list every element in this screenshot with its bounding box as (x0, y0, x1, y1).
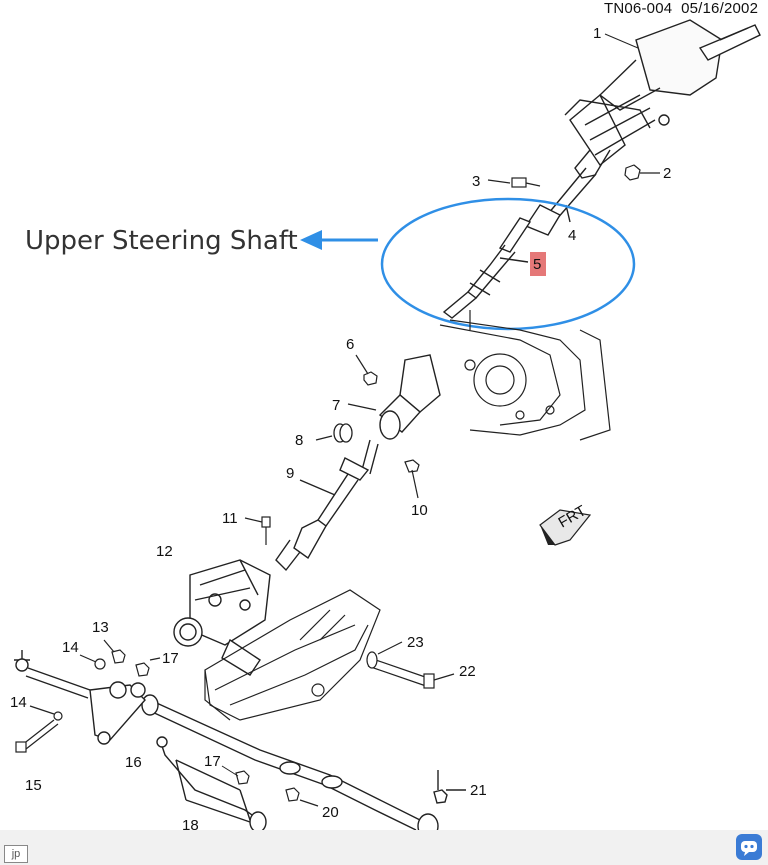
part-label-2: 2 (663, 165, 671, 182)
document-header: TN06-004 05/16/2002 (604, 0, 758, 17)
callout-arrow (300, 230, 378, 250)
part-label-20: 20 (322, 804, 339, 821)
bolt-22 (367, 657, 455, 689)
part-label-16: 16 (125, 754, 142, 771)
part-label-7: 7 (332, 397, 340, 414)
part-5-highlight (530, 252, 546, 276)
steering-column (564, 19, 761, 179)
part-label-12: 12 (156, 543, 173, 560)
tie-rod-right (417, 770, 466, 839)
callout-ellipse (380, 197, 636, 331)
callout-label: Upper Steering Shaft (25, 226, 298, 256)
part-label-4: 4 (568, 227, 576, 244)
part-label-9: 9 (286, 465, 294, 482)
part-label-17b: 17 (204, 753, 221, 770)
doc-id: TN06-004 (604, 0, 673, 17)
bushing-8 (315, 423, 353, 443)
center-link-16 (141, 694, 421, 831)
washer-23 (366, 641, 403, 669)
doc-date: 05/16/2002 (681, 0, 759, 17)
part-label-21: 21 (470, 782, 487, 799)
part-label-23: 23 (407, 634, 424, 651)
boot-seal-7 (347, 354, 441, 440)
part-label-15: 15 (25, 777, 42, 794)
jp-tag-button[interactable]: jp (4, 845, 28, 863)
part-label-17a: 17 (162, 650, 179, 667)
nut-2 (624, 164, 660, 181)
firewall-panel (439, 310, 611, 441)
nut-17-upper (135, 657, 161, 677)
bolt-11 (244, 516, 271, 545)
tie-rod-left (14, 650, 91, 699)
intermediate-shaft-9 (275, 439, 379, 572)
bolt-15 (15, 705, 63, 753)
part-label-10: 10 (411, 502, 428, 519)
assistant-icon[interactable] (736, 834, 762, 860)
nut-13 (103, 639, 126, 664)
part-label-3: 3 (472, 173, 480, 190)
frame-rail (204, 589, 381, 721)
idler-arm (89, 681, 146, 745)
part-label-1: 1 (593, 25, 601, 42)
column-lower-shaft (547, 167, 597, 221)
steering-damper-18 (156, 736, 267, 833)
bolt-10 (404, 459, 420, 499)
bolt-3 (487, 177, 541, 188)
part-label-18: 18 (182, 817, 199, 834)
part-label-14a: 14 (62, 639, 79, 656)
nut-17-lower (235, 770, 250, 785)
part-label-6: 6 (346, 336, 354, 353)
steering-gear-12 (173, 559, 271, 676)
nut-6 (355, 354, 378, 386)
part-label-13: 13 (92, 619, 109, 636)
chat-bot-icon (741, 841, 757, 856)
part-label-8: 8 (295, 432, 303, 449)
bottom-toolbar (0, 830, 768, 865)
front-direction-arrow: FRT (539, 502, 592, 546)
nut-20 (285, 787, 319, 807)
part-label-11: 11 (222, 510, 238, 527)
part-label-22: 22 (459, 663, 476, 680)
upper-steering-shaft (442, 204, 571, 319)
part-label-5: 5 (533, 256, 541, 273)
washer-14 (79, 654, 106, 670)
part-label-14b: 14 (10, 694, 27, 711)
